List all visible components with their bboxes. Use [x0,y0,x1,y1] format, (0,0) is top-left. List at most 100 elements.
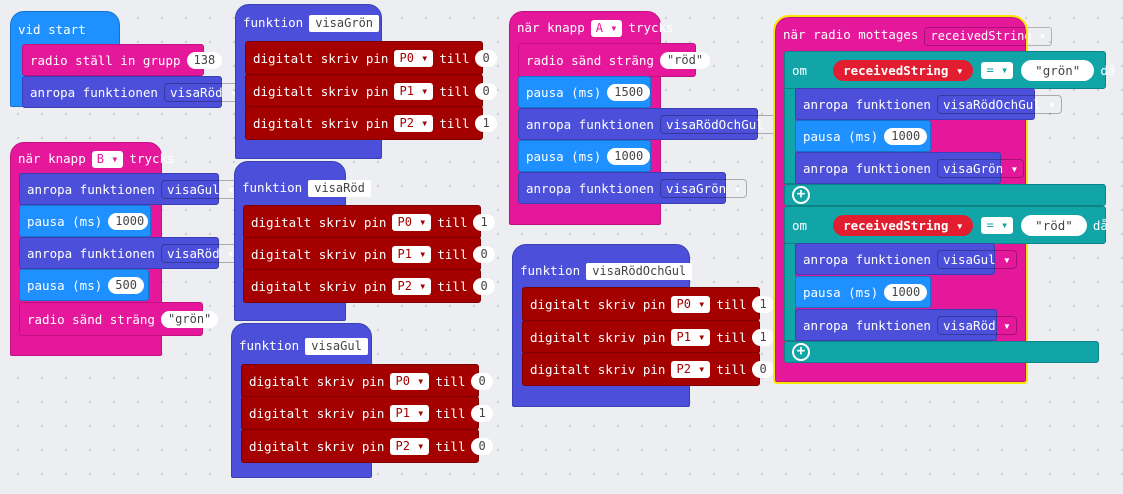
function-dropdown[interactable]: visaRöd [163,82,244,102]
add-branch-icon[interactable]: + [792,186,810,204]
pin-dropdown[interactable]: P0 [390,372,430,390]
digital-write-label: digitalt skriv pin [253,115,389,131]
pin-dropdown[interactable]: P1 [390,404,430,422]
function-dropdown[interactable]: visaRöd [160,243,241,263]
pin-value-field[interactable]: 0 [471,372,493,390]
call-function-block[interactable]: anropa funktionen visaGrön [518,172,748,204]
pause-label: pausa (ms) [803,128,879,144]
pause-value-field[interactable]: 1000 [884,283,928,301]
received-variable-dropdown[interactable]: receivedString [924,27,1053,46]
digital-write-pin-block[interactable]: digitalt skriv pin P1 till 0 [245,74,497,108]
pin-dropdown[interactable]: P2 [671,360,711,378]
pause-value-field[interactable]: 1000 [607,147,651,165]
call-function-block[interactable]: anropa funktionen visaGrön [795,152,1025,184]
pause-value-field[interactable]: 1000 [108,212,149,230]
digital-write-pin-block[interactable]: digitalt skriv pin P0 till 0 [245,41,497,75]
pause-block[interactable]: pausa (ms) 500 [19,269,149,301]
on-start-label: vid start [18,22,86,37]
digital-write-pin-block[interactable]: digitalt skriv pin P2 till 0 [522,352,774,386]
compare-value-field[interactable]: "röd" [1021,214,1087,236]
digital-write-pin-block[interactable]: digitalt skriv pin P2 till 0 [241,429,493,463]
radio-group-value-field[interactable]: 138 [186,51,223,69]
pin-dropdown[interactable]: P1 [394,82,434,100]
call-function-block[interactable]: anropa funktionen visaGul [19,173,241,205]
pause-value-field[interactable]: 1500 [607,83,651,101]
if-block[interactable]: om receivedString = "röd" då [784,206,1108,244]
pause-label: pausa (ms) [27,213,103,229]
function-dropdown[interactable]: visaGul [936,249,1017,269]
compare-operator-dropdown[interactable]: = [981,216,1014,234]
pin-value-field[interactable]: 1 [752,328,774,346]
call-function-block[interactable]: anropa funktionen visaGul [795,243,1017,275]
function-dropdown[interactable]: visaGul [160,179,241,199]
pin-dropdown[interactable]: P0 [392,213,432,231]
string-value-field[interactable]: "röd" [659,51,711,69]
pin-value-field[interactable]: 0 [475,82,497,100]
call-function-block[interactable]: anropa funktionen visaRöd [22,76,244,108]
function-dropdown[interactable]: visaRödOchGul [936,94,1062,114]
call-function-block[interactable]: anropa funktionen visaRödOchGul [795,88,1062,120]
pin-dropdown[interactable]: P2 [390,437,430,455]
pin-dropdown[interactable]: P2 [392,277,432,295]
received-string-variable[interactable]: receivedString [833,59,974,81]
digital-write-pin-block[interactable]: digitalt skriv pin P0 till 1 [243,205,495,239]
call-function-block[interactable]: anropa funktionen visaRöd [795,309,1017,341]
digital-write-pin-block[interactable]: digitalt skriv pin P1 till 1 [241,396,493,430]
pin-value-field[interactable]: 1 [471,404,493,422]
function-dropdown[interactable]: visaGrön [936,158,1025,178]
digital-write-label: digitalt skriv pin [249,438,385,454]
pin-value-field[interactable]: 0 [473,245,495,263]
pin-value-field[interactable]: 0 [752,360,774,378]
digital-write-pin-block[interactable]: digitalt skriv pin P2 till 1 [245,106,497,140]
digital-write-label: digitalt skriv pin [249,373,385,389]
string-value-field[interactable]: "grön" [160,310,219,328]
function-name-field[interactable]: visaRöd [308,180,371,197]
compare-value-field[interactable]: "grön" [1021,59,1095,81]
digital-write-label: digitalt skriv pin [251,214,387,230]
function-dropdown[interactable]: visaRöd [936,315,1017,335]
button-dropdown[interactable]: B [91,151,124,168]
pin-value-field[interactable]: 1 [752,295,774,313]
pause-block[interactable]: pausa (ms) 1000 [795,120,931,152]
pause-block[interactable]: pausa (ms) 1000 [19,205,151,237]
pause-value-field[interactable]: 1000 [884,127,928,145]
pin-dropdown[interactable]: P0 [671,295,711,313]
radio-set-group-block[interactable]: radio ställ in grupp 138 [22,44,223,76]
pause-block[interactable]: pausa (ms) 1000 [795,276,931,308]
digital-write-label: digitalt skriv pin [253,50,389,66]
pause-block[interactable]: pausa (ms) 1000 [518,140,651,172]
compare-operator-dropdown[interactable]: = [981,61,1014,79]
pin-value-field[interactable]: 0 [471,437,493,455]
if-block[interactable]: om receivedString = "grön" då [784,51,1115,89]
pin-value-field[interactable]: 0 [475,49,497,67]
radio-send-string-block[interactable]: radio sänd sträng "röd" [518,43,711,77]
digital-write-pin-block[interactable]: digitalt skriv pin P0 till 1 [522,287,774,321]
pin-value-field[interactable]: 0 [473,277,495,295]
call-function-block[interactable]: anropa funktionen visaRöd [19,237,241,269]
call-function-label: anropa funktionen [803,160,931,176]
pin-dropdown[interactable]: P1 [392,245,432,263]
pause-value-field[interactable]: 500 [108,276,144,294]
pin-value-field[interactable]: 1 [475,114,497,132]
received-string-variable[interactable]: receivedString [833,214,974,236]
pin-value-field[interactable]: 1 [473,213,495,231]
function-name-field[interactable]: visaRödOchGul [586,263,693,280]
pause-block[interactable]: pausa (ms) 1500 [518,76,651,108]
pin-dropdown[interactable]: P2 [394,114,434,132]
function-dropdown[interactable]: visaRödOchGul [659,114,785,134]
pause-label: pausa (ms) [803,284,879,300]
radio-send-string-block[interactable]: radio sänd sträng "grön" [19,302,219,336]
digital-write-pin-block[interactable]: digitalt skriv pin P2 till 0 [243,269,495,303]
digital-write-pin-block[interactable]: digitalt skriv pin P1 till 0 [243,237,495,271]
function-name-field[interactable]: visaGrön [309,15,380,32]
function-name-field[interactable]: visaGul [305,338,368,355]
add-branch-icon[interactable]: + [792,343,810,361]
till-label: till [716,296,747,312]
pin-dropdown[interactable]: P1 [671,328,711,346]
call-function-block[interactable]: anropa funktionen visaRödOchGul [518,108,785,140]
digital-write-pin-block[interactable]: digitalt skriv pin P1 till 1 [522,320,774,354]
pin-dropdown[interactable]: P0 [394,49,434,67]
digital-write-pin-block[interactable]: digitalt skriv pin P0 till 0 [241,364,493,398]
button-dropdown[interactable]: A [590,20,623,37]
function-dropdown[interactable]: visaGrön [659,178,748,198]
